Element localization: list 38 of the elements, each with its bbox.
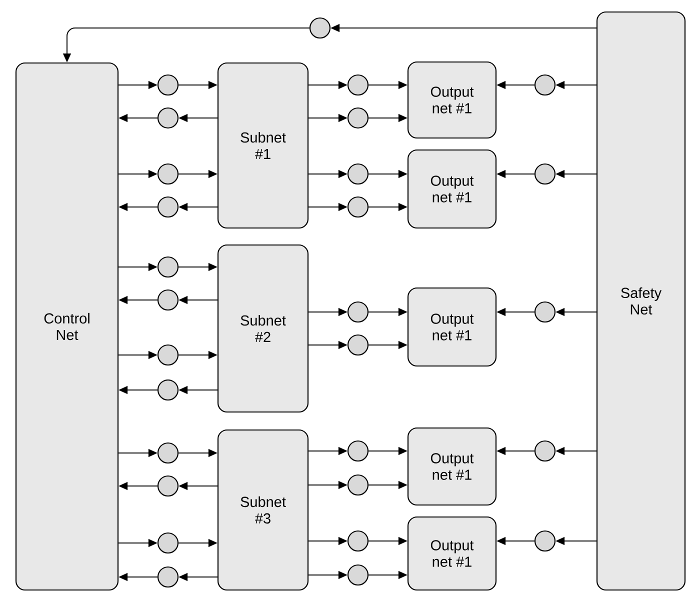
net-box: Subnet #3 — [217, 429, 309, 591]
place-circle — [347, 530, 369, 552]
place-circle — [347, 163, 369, 185]
place-circle — [157, 344, 179, 366]
place-circle — [347, 196, 369, 218]
net-box: Subnet #2 — [217, 244, 309, 413]
place-circle — [157, 289, 179, 311]
place-circle — [157, 379, 179, 401]
place-circle — [347, 564, 369, 586]
place-circle — [534, 301, 556, 323]
place-circle — [157, 532, 179, 554]
place-circle — [534, 440, 556, 462]
place-circle — [157, 442, 179, 464]
net-box: Output net #1 — [407, 427, 497, 506]
place-circle — [347, 107, 369, 129]
place-circle — [347, 474, 369, 496]
place-circle — [347, 440, 369, 462]
place-circle — [309, 17, 331, 39]
place-circle — [534, 530, 556, 552]
place-circle — [157, 256, 179, 278]
place-circle — [347, 334, 369, 356]
place-circle — [157, 74, 179, 96]
net-box: Control Net — [15, 62, 119, 591]
net-box: Output net #1 — [407, 61, 497, 139]
place-circle — [157, 475, 179, 497]
place-circle — [157, 163, 179, 185]
place-circle — [157, 566, 179, 588]
place-circle — [534, 163, 556, 185]
net-box: Subnet #1 — [217, 62, 309, 229]
place-circle — [347, 74, 369, 96]
net-box: Output net #1 — [407, 149, 497, 229]
net-box: Safety Net — [596, 11, 686, 591]
place-circle — [534, 74, 556, 96]
place-circle — [347, 301, 369, 323]
net-box: Output net #1 — [407, 287, 497, 367]
place-circle — [157, 107, 179, 129]
place-circle — [157, 196, 179, 218]
net-box: Output net #1 — [407, 516, 497, 591]
